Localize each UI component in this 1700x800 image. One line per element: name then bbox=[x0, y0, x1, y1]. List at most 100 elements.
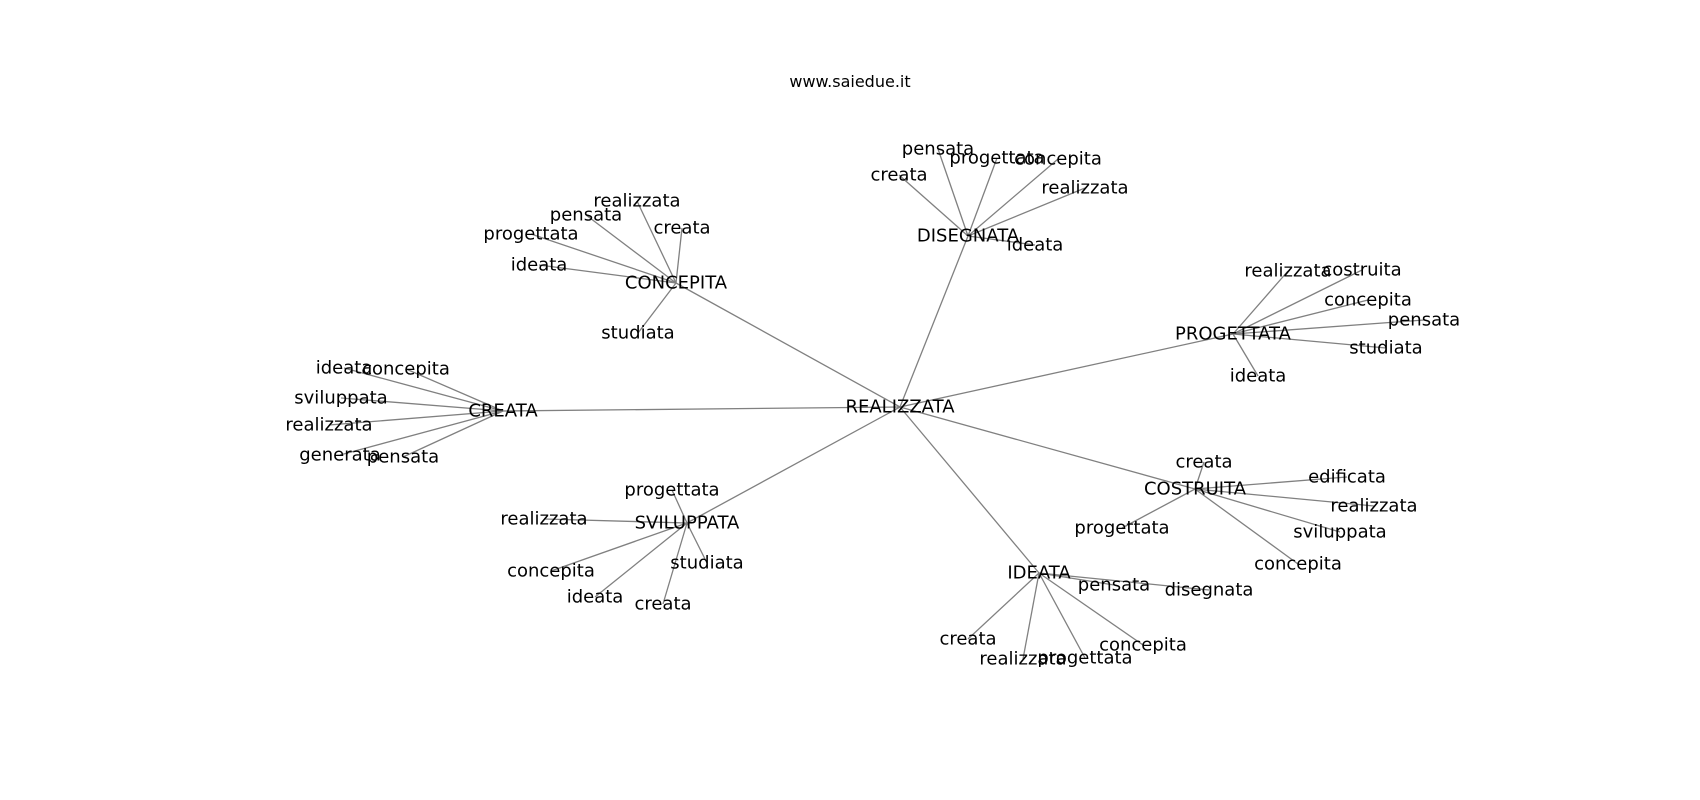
edge-hub-to-leaf bbox=[671, 489, 688, 524]
leaf-node-label: concepita bbox=[1014, 149, 1102, 170]
edge-hub-to-leaf bbox=[898, 174, 969, 237]
edge-hub-to-leaf bbox=[662, 522, 688, 605]
edge-hub-to-leaf bbox=[402, 410, 504, 458]
leaf-node-label: concepita bbox=[362, 359, 450, 380]
leaf-node-label: edificata bbox=[1308, 467, 1386, 488]
edge-hub-to-leaf bbox=[967, 235, 1036, 246]
edge-hub-to-leaf bbox=[543, 518, 688, 524]
edge-hub-to-leaf bbox=[686, 522, 708, 564]
leaf-node-label: creata bbox=[634, 594, 691, 615]
leaf-node-label: disegnata bbox=[1165, 580, 1254, 601]
edge-hub-to-leaf bbox=[636, 200, 677, 284]
edge-hub-to-leaf bbox=[967, 572, 1040, 640]
leaf-node-label: pensata bbox=[550, 205, 622, 226]
edge-hub-to-leaf bbox=[585, 214, 677, 284]
edge-hub-to-leaf bbox=[967, 158, 1059, 237]
edge-hub-to-leaf bbox=[405, 368, 504, 412]
leaf-node-label: progettata bbox=[1074, 518, 1169, 539]
hub-node-label: SVILUPPATA bbox=[635, 513, 740, 534]
edge-hub-to-leaf bbox=[1232, 319, 1425, 335]
center-node-label: REALIZZATA bbox=[845, 397, 955, 418]
edge-hub-to-leaf bbox=[339, 410, 504, 456]
edge-hub-to-leaf bbox=[1038, 572, 1210, 591]
leaf-node-label: concepita bbox=[507, 561, 595, 582]
leaf-node-label: ideata bbox=[1007, 235, 1064, 256]
leaf-node-label: progettata bbox=[949, 148, 1044, 169]
leaf-node-label: realizzata bbox=[1244, 261, 1331, 282]
edge-hub-to-leaf bbox=[328, 410, 504, 426]
hub-node-label: PROGETTATA bbox=[1175, 324, 1292, 345]
leaf-node-label: pensata bbox=[902, 139, 974, 160]
site-watermark: www.saiedue.it bbox=[789, 72, 911, 91]
hub-node-label: DISEGNATA bbox=[917, 226, 1020, 247]
leaf-node-label: ideata bbox=[1230, 366, 1287, 387]
edge-hub-to-leaf bbox=[1232, 269, 1363, 335]
leaf-node-label: concepita bbox=[1324, 290, 1412, 311]
edge-hub-to-leaf bbox=[937, 148, 969, 237]
leaf-node-label: creata bbox=[870, 165, 927, 186]
edge-hub-to-leaf bbox=[1194, 476, 1348, 490]
edge-hub-to-leaf bbox=[967, 157, 998, 237]
leaf-node-label: studiata bbox=[601, 323, 674, 344]
leaf-node-label: realizzata bbox=[1041, 178, 1128, 199]
edge-hub-to-leaf bbox=[594, 522, 688, 598]
edge-hub-to-leaf bbox=[1022, 572, 1040, 660]
edge-hub-to-leaf bbox=[1194, 488, 1375, 507]
leaf-node-label: progettata bbox=[1037, 648, 1132, 669]
leaf-node-label: ideata bbox=[316, 358, 373, 379]
hub-node-label: IDEATA bbox=[1007, 563, 1071, 584]
edge-hub-to-leaf bbox=[340, 397, 504, 412]
edge-hub-to-leaf bbox=[530, 233, 677, 284]
edge-center-to-hub bbox=[686, 406, 901, 524]
edge-hub-to-leaf bbox=[637, 282, 677, 334]
leaf-node-label: creata bbox=[1175, 452, 1232, 473]
edge-hub-to-leaf bbox=[550, 522, 688, 572]
leaf-node-label: sviluppata bbox=[1293, 522, 1386, 543]
leaf-node-label: pensata bbox=[1388, 310, 1460, 331]
edge-center-to-hub bbox=[502, 406, 901, 412]
edge-hub-to-leaf bbox=[1232, 333, 1259, 377]
leaf-node-label: pensata bbox=[1078, 575, 1150, 596]
leaf-node-label: ideata bbox=[567, 587, 624, 608]
leaf-node-label: studiata bbox=[1349, 338, 1422, 359]
edge-center-to-hub bbox=[899, 406, 1040, 574]
leaf-node-label: creata bbox=[939, 629, 996, 650]
edge-center-to-hub bbox=[899, 235, 969, 408]
edge-center-to-hub bbox=[675, 282, 901, 408]
leaf-node-label: concepita bbox=[1254, 554, 1342, 575]
edge-hub-to-leaf bbox=[1232, 299, 1369, 335]
edge-center-to-hub bbox=[899, 333, 1234, 408]
leaf-node-label: costruita bbox=[1322, 260, 1401, 281]
leaf-node-label: realizzata bbox=[1330, 496, 1417, 517]
edge-hub-to-leaf bbox=[967, 187, 1086, 237]
labels-layer: REALIZZATACONCEPITArealizzatapensatacrea… bbox=[285, 139, 1460, 670]
leaf-node-label: ideata bbox=[511, 255, 568, 276]
leaf-node-label: concepita bbox=[1099, 635, 1187, 656]
edge-hub-to-leaf bbox=[538, 264, 677, 284]
edge-hub-to-leaf bbox=[1232, 333, 1387, 349]
leaf-node-label: generata bbox=[299, 445, 381, 466]
edge-hub-to-leaf bbox=[343, 367, 504, 412]
leaf-node-label: creata bbox=[653, 218, 710, 239]
leaf-node-label: realizzata bbox=[500, 509, 587, 530]
leaf-node-label: studiata bbox=[670, 553, 743, 574]
edge-hub-to-leaf bbox=[1121, 488, 1196, 529]
edge-hub-to-leaf bbox=[1194, 488, 1341, 533]
leaf-node-label: realizzata bbox=[593, 191, 680, 212]
edge-hub-to-leaf bbox=[1038, 572, 1115, 586]
edge-hub-to-leaf bbox=[1038, 572, 1144, 646]
leaf-node-label: realizzata bbox=[285, 415, 372, 436]
leaf-node-label: realizzata bbox=[979, 649, 1066, 670]
leaf-node-label: progettata bbox=[624, 480, 719, 501]
edge-center-to-hub bbox=[899, 406, 1196, 490]
edge-hub-to-leaf bbox=[1194, 488, 1299, 565]
edge-hub-to-leaf bbox=[1232, 270, 1289, 335]
edge-hub-to-leaf bbox=[1038, 572, 1086, 659]
edge-hub-to-leaf bbox=[675, 227, 683, 284]
leaf-node-label: sviluppata bbox=[294, 388, 387, 409]
edges-layer bbox=[328, 148, 1425, 660]
leaf-node-label: pensata bbox=[367, 447, 439, 468]
hub-node-label: COSTRUITA bbox=[1144, 479, 1247, 500]
leaf-node-label: progettata bbox=[483, 224, 578, 245]
